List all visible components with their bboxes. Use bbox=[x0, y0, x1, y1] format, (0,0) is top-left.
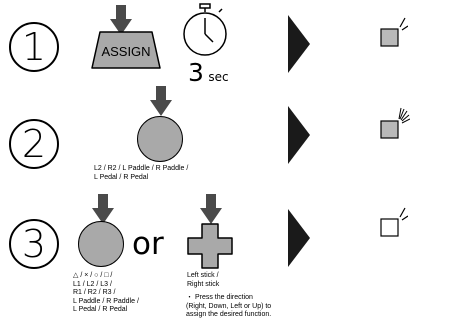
led-blink-icon bbox=[380, 17, 408, 47]
dpad-icon bbox=[187, 223, 233, 269]
next-arrow-icon bbox=[288, 15, 310, 73]
timer-text: 3 sec bbox=[188, 58, 229, 87]
step-1-circle: 1 bbox=[9, 22, 59, 72]
or-text: or bbox=[132, 226, 164, 262]
press-arrow-icon bbox=[150, 86, 172, 116]
action-button-icon bbox=[78, 221, 124, 267]
step-3-circle: 3 bbox=[9, 219, 59, 269]
next-arrow-icon bbox=[288, 209, 310, 267]
next-arrow-icon bbox=[288, 106, 310, 164]
direction-note-text: ・ Press the direction (Right, Down, Left… bbox=[186, 294, 272, 319]
step-1-number: 1 bbox=[21, 25, 47, 69]
led-flash-icon bbox=[380, 107, 410, 139]
assign-button: ASSIGN bbox=[90, 30, 162, 70]
step-2-circle: 2 bbox=[9, 119, 59, 169]
press-arrow-icon bbox=[110, 5, 132, 35]
trigger-button-icon bbox=[137, 116, 183, 162]
timer-unit: sec bbox=[208, 70, 229, 84]
press-arrow-icon bbox=[92, 194, 114, 224]
step-2-number: 2 bbox=[21, 122, 47, 166]
press-arrow-icon bbox=[200, 194, 222, 224]
assign-button-label: ASSIGN bbox=[101, 44, 151, 59]
step-2-buttons-text: L2 / R2 / L Paddle / R Paddle / L Pedal … bbox=[94, 165, 189, 181]
led-off-blink-icon bbox=[380, 207, 408, 237]
step-3-number: 3 bbox=[21, 222, 47, 266]
stopwatch-icon bbox=[183, 3, 227, 56]
stick-text: Left stick / Right stick bbox=[187, 272, 220, 288]
timer-value: 3 bbox=[188, 58, 204, 87]
step-3-buttons-text: △ / × / ○ / □ / L1 / L2 / L3 / R1 / R2 /… bbox=[73, 272, 139, 313]
